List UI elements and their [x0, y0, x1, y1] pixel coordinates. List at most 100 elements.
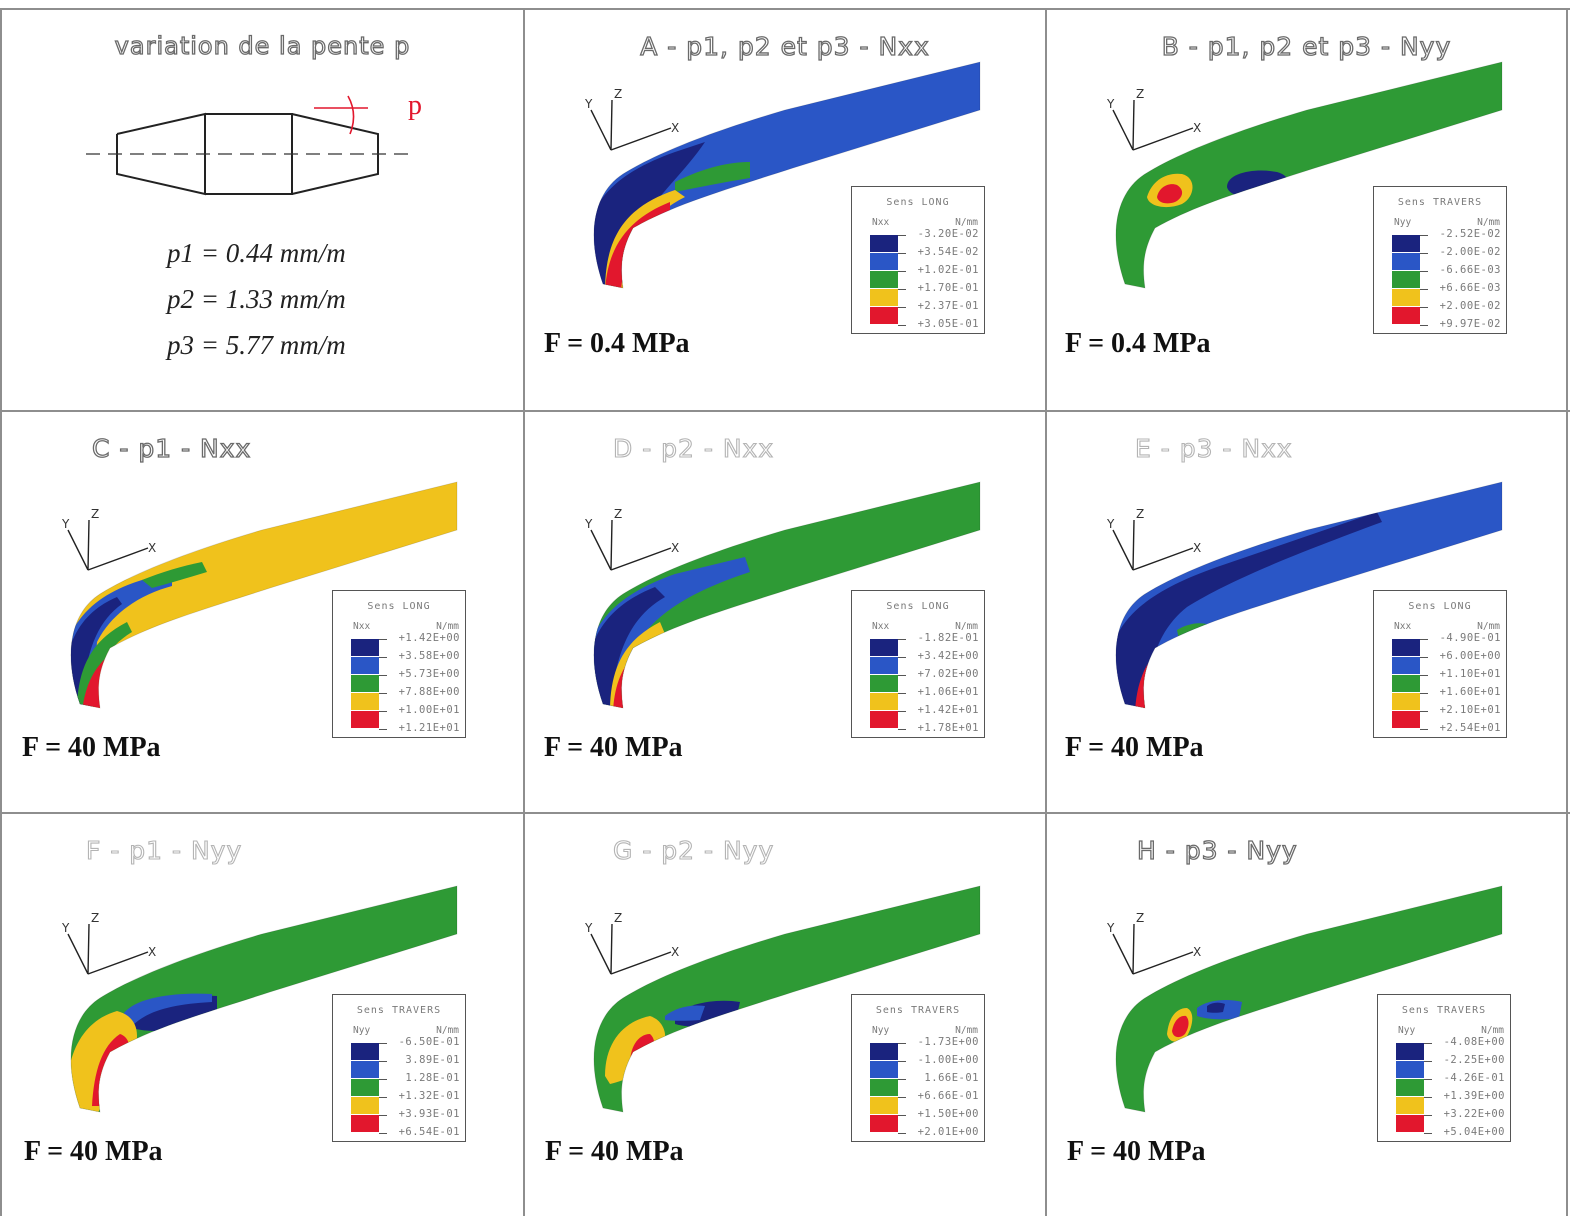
axis-y-label: Y: [584, 517, 593, 531]
axes-triad: YZX: [584, 911, 679, 975]
legend-title: Sens LONG: [367, 601, 431, 612]
legend-tick: [1420, 325, 1428, 326]
axis-x-label: X: [1193, 121, 1201, 135]
legend-swatch: [351, 657, 379, 674]
legend-tick: [379, 693, 387, 694]
legend-tick: [898, 729, 906, 730]
legend-tick: [379, 675, 387, 676]
legend-swatch: [1396, 1043, 1424, 1060]
legend-tick: [898, 1133, 906, 1134]
axis-z-label: Z: [91, 507, 99, 521]
force-label: F = 0.4 MPa: [544, 328, 690, 359]
axes-triad: YZX: [1106, 87, 1201, 151]
legend-tick: [379, 1097, 387, 1098]
legend-value: +1.39E+00: [1443, 1090, 1505, 1102]
panel-title: F - p1 - Nyy: [85, 835, 243, 865]
legend-tick: [898, 253, 906, 254]
grid-line: [0, 8, 2, 1216]
contour-red: [1157, 184, 1183, 204]
legend-value: +2.10E+01: [1439, 704, 1501, 716]
legend-tick: [379, 1115, 387, 1116]
force-label: F = 40 MPa: [1067, 1136, 1206, 1167]
legend-tick: [379, 1061, 387, 1062]
legend-swatch: [1392, 657, 1420, 674]
legend-tick: [1424, 1097, 1432, 1098]
legend-swatch: [870, 307, 898, 324]
axis-x-label: X: [148, 541, 156, 555]
legend-swatch: [351, 711, 379, 728]
legend-quantity: Nyy: [353, 1025, 371, 1036]
slope-sketch: [86, 95, 414, 196]
force-label: F = 40 MPa: [1065, 732, 1204, 763]
legend-swatch: [870, 711, 898, 728]
axis-y-label: Y: [1106, 517, 1115, 531]
legend-value: +1.60E+01: [1439, 686, 1501, 698]
force-label: F = 40 MPa: [544, 732, 683, 763]
legend-title: Sens TRAVERS: [1397, 197, 1483, 208]
legend-swatch: [870, 253, 898, 270]
legend-tick: [898, 675, 906, 676]
legend-value: -6.66E-03: [1439, 264, 1501, 276]
legend-swatch: [1392, 271, 1420, 288]
legend-swatch: [351, 639, 379, 656]
legend-title: Sens LONG: [1408, 601, 1472, 612]
legend-value: +2.37E-01: [917, 300, 979, 312]
legend-swatch: [351, 1079, 379, 1096]
legend-unit: N/mm: [955, 621, 978, 632]
legend-value: +1.42E+01: [917, 704, 979, 716]
legend-unit: N/mm: [436, 1025, 459, 1036]
legend-tick: [1424, 1115, 1432, 1116]
legend-value: -1.82E-01: [917, 632, 979, 644]
legend-swatch: [1392, 289, 1420, 306]
legend-tick: [1420, 271, 1428, 272]
legend-swatch: [870, 639, 898, 656]
axis-x-label: X: [671, 945, 679, 959]
legend-tick: [898, 1043, 906, 1044]
contour-dark-blue: [1115, 512, 1382, 708]
legend-value: 3.89E-01: [405, 1054, 460, 1066]
legend-unit: N/mm: [1477, 621, 1500, 632]
legend-value: +3.22E+00: [1443, 1108, 1505, 1120]
legend-tick: [898, 307, 906, 308]
panel-title: E - p3 - Nxx: [1134, 433, 1293, 463]
axis-z-label: Z: [1136, 507, 1144, 521]
legend-tick: [379, 729, 387, 730]
legend-tick: [898, 1115, 906, 1116]
legend-swatch: [870, 1097, 898, 1114]
legend-value: -2.52E-02: [1439, 228, 1501, 240]
legend-swatch: [351, 1097, 379, 1114]
legend-tick: [898, 289, 906, 290]
contour-dark-blue: [70, 597, 122, 708]
legend-value: +5.04E+00: [1443, 1126, 1505, 1138]
legend-unit: N/mm: [955, 1025, 978, 1036]
axis-y-label: Y: [61, 517, 70, 531]
legend-swatch: [870, 235, 898, 252]
legend-tick: [898, 639, 906, 640]
legend-tick: [898, 1079, 906, 1080]
contour-blue: [665, 1005, 705, 1021]
legend-value: +2.01E+00: [917, 1126, 979, 1138]
legend-unit: N/mm: [955, 217, 978, 228]
legend-value: +2.54E+01: [1439, 722, 1501, 734]
legend-value: +3.42E+00: [917, 650, 979, 662]
legend-tick: [1420, 639, 1428, 640]
axis-z-label: Z: [91, 911, 99, 925]
legend-tick: [1424, 1133, 1432, 1134]
axis-z-label: Z: [614, 507, 622, 521]
panel-title: H - p3 - Nyy: [1136, 835, 1298, 865]
legend-swatch: [351, 1061, 379, 1078]
legend-tick: [1420, 253, 1428, 254]
legend-swatch: [1392, 253, 1420, 270]
legend-unit: N/mm: [1477, 217, 1500, 228]
legend-title: Sens LONG: [886, 601, 950, 612]
legend-swatch: [1396, 1097, 1424, 1114]
legend-tick: [379, 711, 387, 712]
legend-title: Sens TRAVERS: [875, 1005, 961, 1016]
legend-tick: [898, 1097, 906, 1098]
formula-p2: p2 = 1.33 mm/m: [167, 284, 346, 314]
